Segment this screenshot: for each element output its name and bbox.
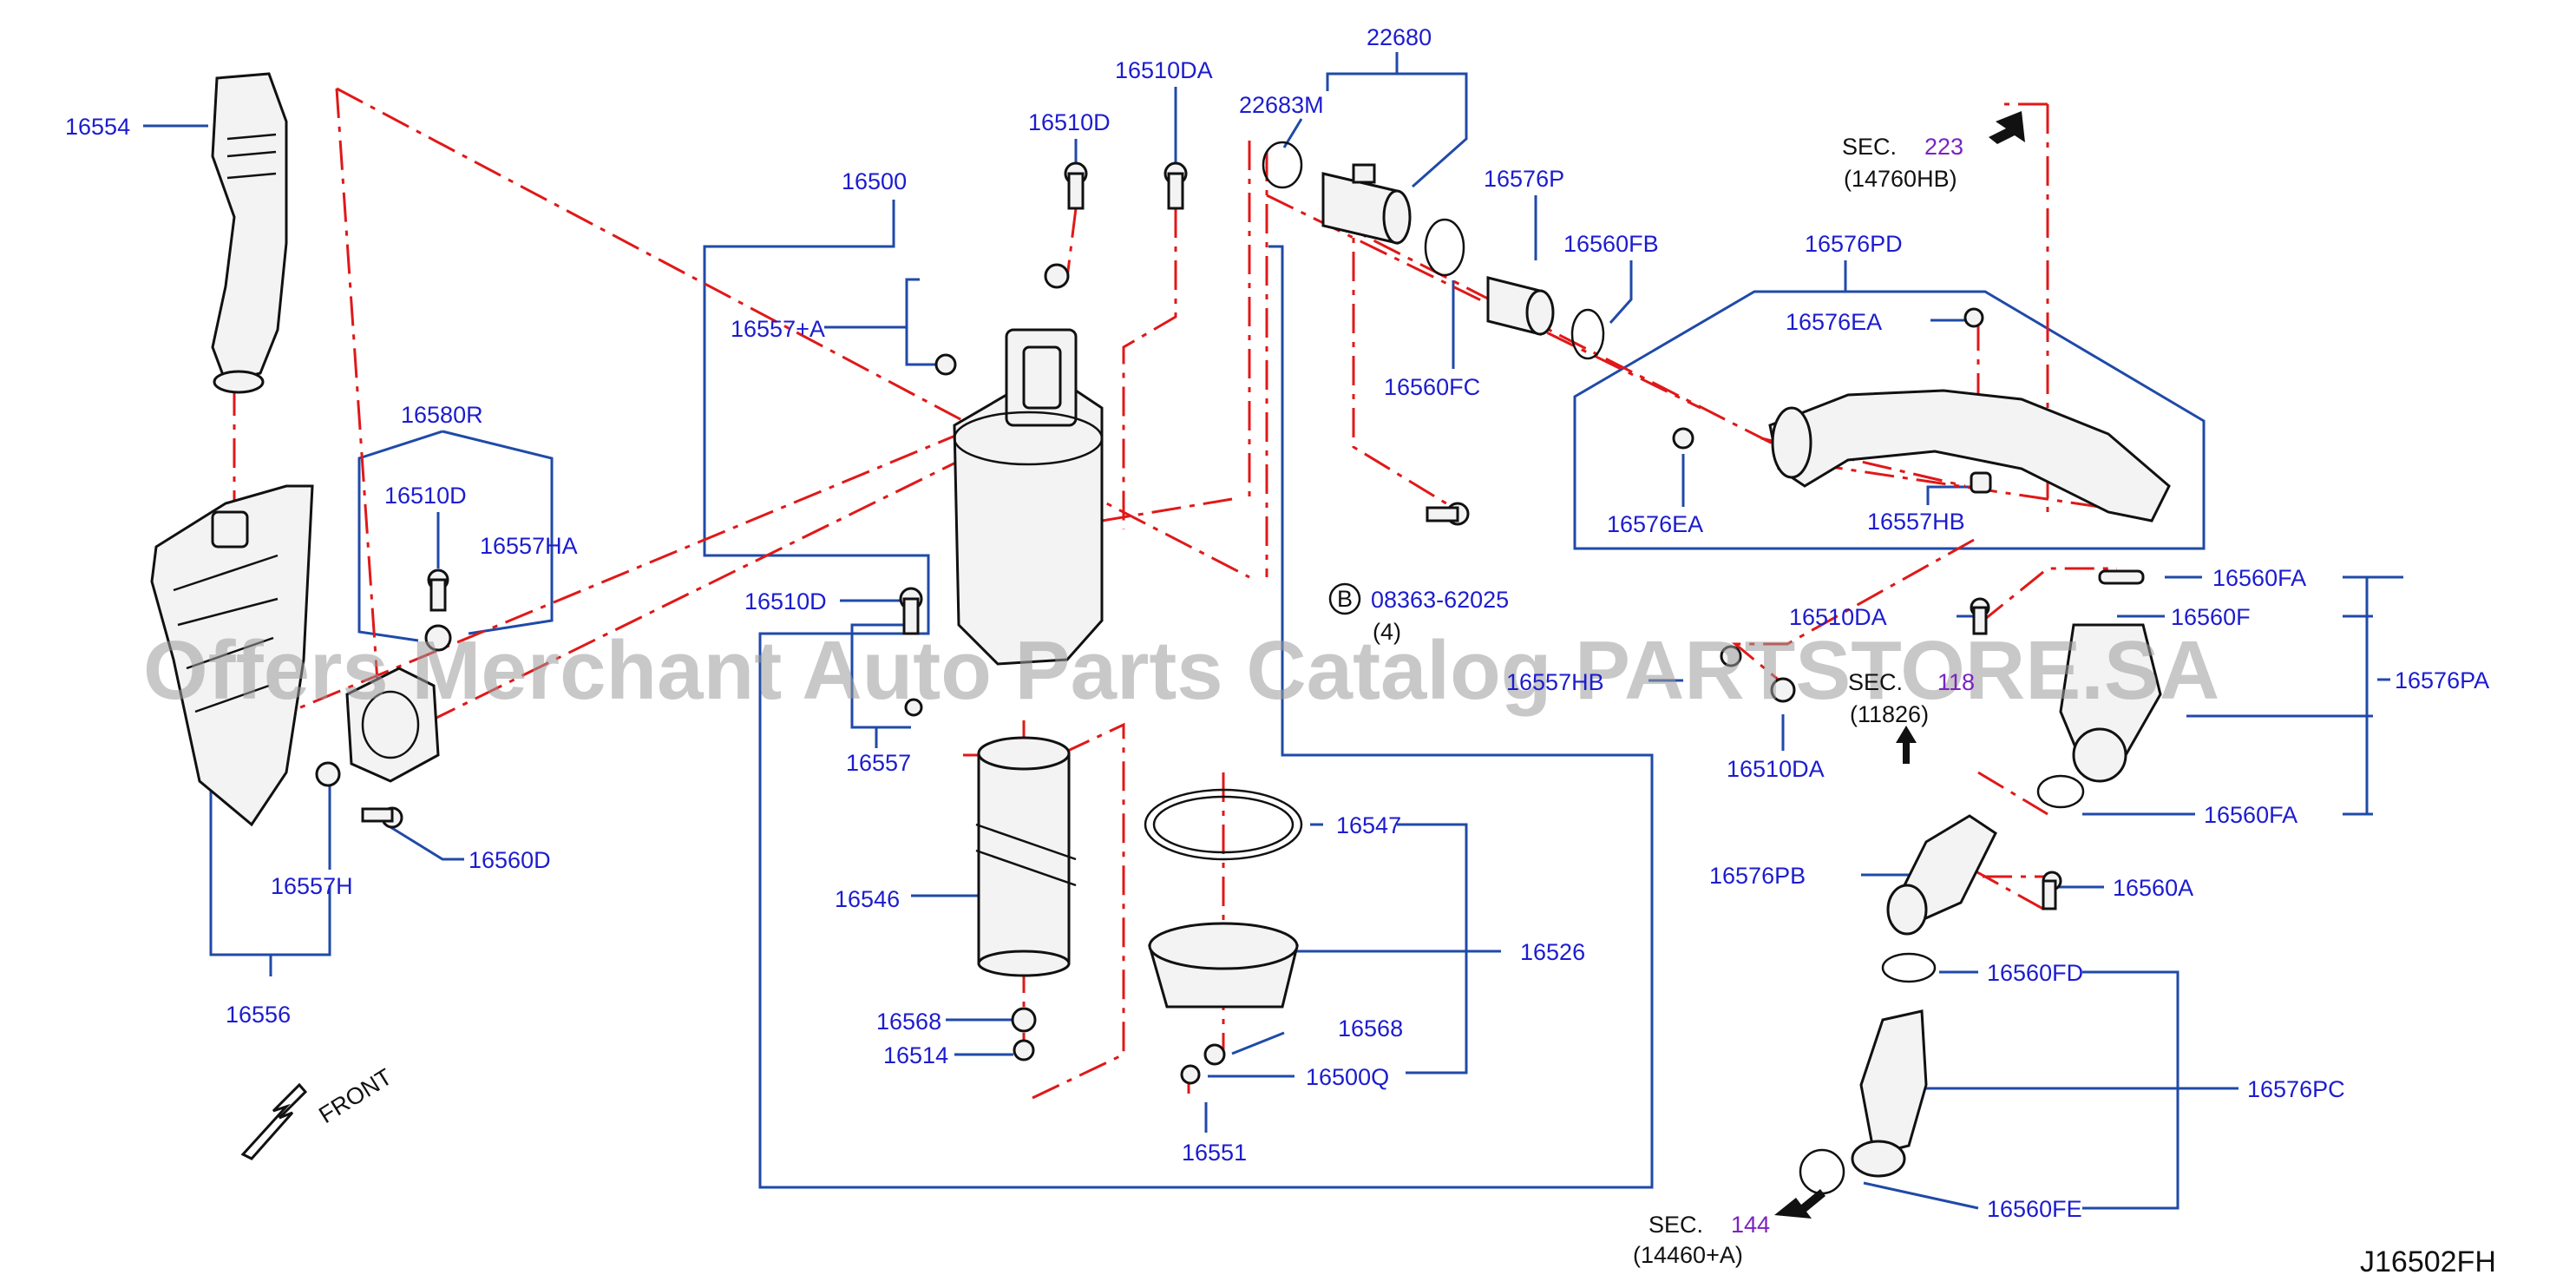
label-16510DA-low[interactable]: 16510DA <box>1727 756 1825 782</box>
bolts <box>315 161 2145 1085</box>
label-22683M[interactable]: 22683M <box>1239 92 1324 118</box>
bracket-16580R <box>345 667 440 783</box>
sec223-prefix: SEC. <box>1842 134 1897 160</box>
label-16560FB[interactable]: 16560FB <box>1563 231 1659 257</box>
label-16568-b[interactable]: 16568 <box>1338 1015 1403 1042</box>
sec118-number[interactable]: 118 <box>1937 669 1975 695</box>
label-16551[interactable]: 16551 <box>1182 1140 1247 1166</box>
air-duct-16554 <box>211 72 288 394</box>
sec118-prefix: SEC. <box>1848 669 1903 695</box>
label-16557HA[interactable]: 16557HA <box>480 533 578 559</box>
label-16576PC[interactable]: 16576PC <box>2247 1076 2345 1102</box>
label-16568-a[interactable]: 16568 <box>876 1009 941 1035</box>
label-bolt-b-code[interactable]: 08363-62025 <box>1371 587 1509 613</box>
duct-16576PD <box>1768 389 2171 522</box>
label-16560A[interactable]: 16560A <box>2113 875 2193 901</box>
label-16554[interactable]: 16554 <box>65 114 130 140</box>
label-bolt-b-qty: (4) <box>1373 619 1401 645</box>
sec118-ref: (11826) <box>1850 701 1929 727</box>
label-16560FE[interactable]: 16560FE <box>1987 1196 2082 1222</box>
label-16576EA-top[interactable]: 16576EA <box>1786 309 1882 335</box>
leader-lines <box>143 52 2403 1210</box>
sec223-number[interactable]: 223 <box>1924 134 1963 160</box>
label-22680[interactable]: 22680 <box>1367 24 1432 50</box>
airflow-meter-22680 <box>1262 141 1412 245</box>
seal-ring-16547 <box>1144 788 1303 861</box>
resonator-16556 <box>150 484 314 827</box>
label-16500Q[interactable]: 16500Q <box>1306 1064 1389 1090</box>
label-16560F[interactable]: 16560F <box>2171 604 2251 630</box>
label-16576EA-left[interactable]: 16576EA <box>1607 511 1703 537</box>
label-16510D-mid[interactable]: 16510D <box>744 588 827 614</box>
label-16556[interactable]: 16556 <box>226 1002 291 1028</box>
label-16576PA[interactable]: 16576PA <box>2395 667 2489 693</box>
bolt-b-marker <box>1328 582 1361 615</box>
bowl-16526 <box>1148 922 1299 1009</box>
filter-element-16546 <box>975 736 1077 977</box>
direction-arrows <box>240 111 2025 1219</box>
sec144-arrow-icon <box>1774 1189 1825 1219</box>
label-16526[interactable]: 16526 <box>1520 939 1585 965</box>
hose-16576PA <box>2036 623 2162 809</box>
label-16576P[interactable]: 16576P <box>1484 166 1564 192</box>
label-16546[interactable]: 16546 <box>835 886 900 912</box>
label-16560FD[interactable]: 16560FD <box>1987 960 2083 986</box>
label-16560D[interactable]: 16560D <box>469 847 551 873</box>
sec223-ref: (14760HB) <box>1844 166 1957 192</box>
label-16560FA-low[interactable]: 16560FA <box>2204 802 2297 828</box>
bolt-b-letter: B <box>1337 586 1353 612</box>
label-16500[interactable]: 16500 <box>842 168 907 194</box>
diagram-code: J16502FH <box>2360 1245 2496 1278</box>
sec118-arrow-icon <box>1896 726 1917 764</box>
label-16557H[interactable]: 16557H <box>271 873 353 899</box>
label-16580R[interactable]: 16580R <box>401 402 483 428</box>
front-label: FRONT <box>314 1063 397 1128</box>
sec223-arrow-icon <box>1989 111 2025 144</box>
label-16576PB[interactable]: 16576PB <box>1709 863 1806 889</box>
sec144-ref: (14460+A) <box>1633 1242 1743 1268</box>
label-16560FA-top[interactable]: 16560FA <box>2212 565 2306 591</box>
hose-16576P <box>1424 218 1605 360</box>
label-16557HB-left[interactable]: 16557HB <box>1506 669 1604 695</box>
label-16510D-top[interactable]: 16510D <box>1028 109 1111 135</box>
sec144-number[interactable]: 144 <box>1731 1212 1770 1238</box>
label-16560FC[interactable]: 16560FC <box>1384 374 1480 400</box>
section-references: SEC. 223 (14760HB) SEC. 118 (11826) SEC.… <box>1633 134 1975 1268</box>
label-16514[interactable]: 16514 <box>883 1042 948 1068</box>
housing-16500 <box>953 328 1104 666</box>
label-16557[interactable]: 16557 <box>846 750 911 776</box>
label-16557A[interactable]: 16557+A <box>731 316 825 342</box>
label-16510DA-right[interactable]: 16510DA <box>1789 604 1887 630</box>
label-16576PD[interactable]: 16576PD <box>1805 231 1903 257</box>
watermark: Offers Merchant Auto Parts Catalog PARTS… <box>143 624 2219 717</box>
label-16510DA-top[interactable]: 16510DA <box>1115 57 1213 83</box>
label-16547[interactable]: 16547 <box>1336 812 1401 838</box>
sec144-prefix: SEC. <box>1649 1212 1703 1238</box>
part-labels: 16554 16500 16510DA 16510D 22680 22683M … <box>65 24 2489 1222</box>
label-16557HB[interactable]: 16557HB <box>1867 509 1965 535</box>
front-arrow-icon <box>240 1082 308 1160</box>
hose-16576PC <box>1799 952 1937 1195</box>
hose-16576PB <box>1886 814 1997 936</box>
label-16510D-left[interactable]: 16510D <box>384 483 467 509</box>
